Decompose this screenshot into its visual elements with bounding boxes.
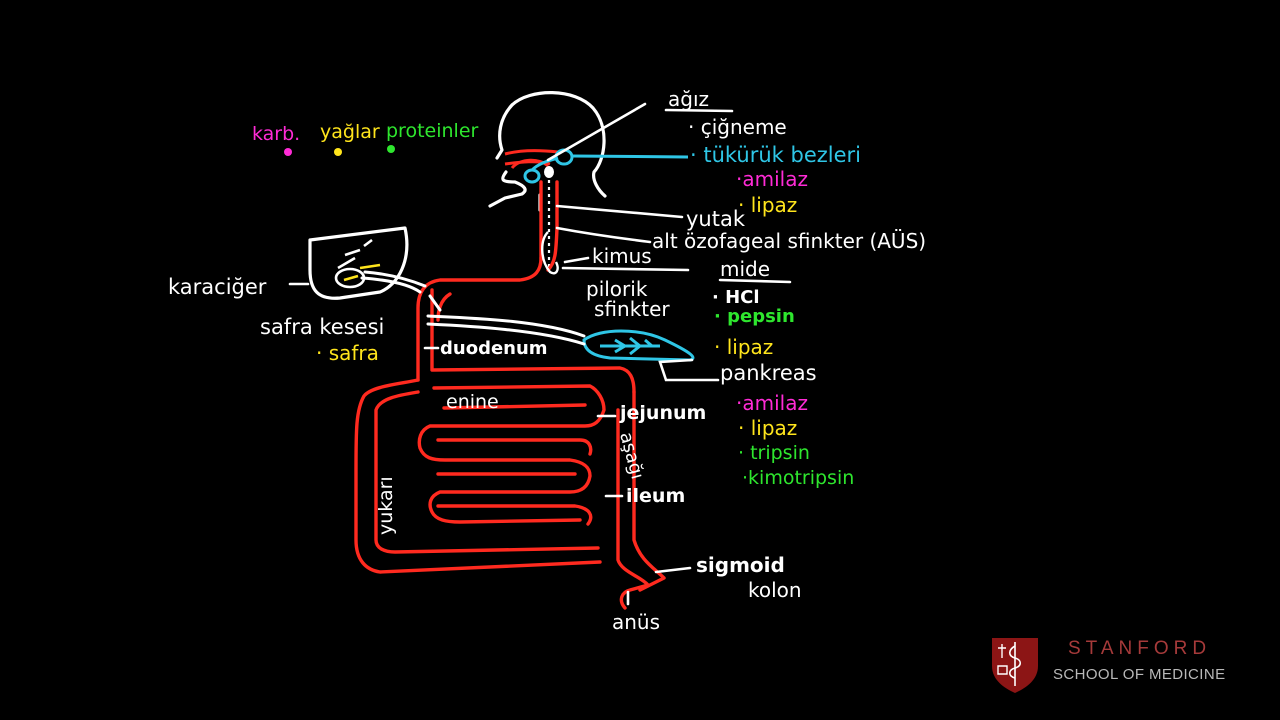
label-jejunum: jejunum [619,402,706,424]
pancreas [582,329,695,362]
label-pepsin: · pepsin [714,306,795,327]
bolus [544,166,554,178]
label-colon: kolon [748,578,802,602]
label-ascending: yukarı [375,476,397,535]
label-chewing: · çiğneme [688,115,787,139]
label-pancreas: pankreas [720,361,817,385]
stomach-contents [541,231,559,275]
label-salivary-glands: · tükürük bezleri [690,143,861,167]
label-panc-amylase: ·amilaz [736,391,808,415]
label-duodenum: duodenum [440,338,548,359]
liver [308,226,409,300]
stanford-shield-logo [992,638,1038,693]
label-gallbladder: safra kesesi [260,315,384,339]
legend-fats: yağlar [320,121,380,143]
stanford-title: STANFORD [1068,638,1212,659]
label-trypsin: · tripsin [738,442,810,464]
label-anus: anüs [612,610,660,634]
proteins-dot [387,145,395,153]
label-bile: · safra [316,341,379,365]
label-chymotrypsin: ·kimotripsin [742,467,854,489]
label-pyloric: pilorik [586,277,648,301]
tongue [510,158,550,170]
label-sigmoid: sigmoid [696,553,785,577]
salivary-glands [523,148,689,184]
label-saliva-amylase: ·amilaz [736,167,808,191]
label-liver: karaciğer [168,275,267,299]
label-descending: aşağı [615,430,648,482]
leader-lines [288,102,792,606]
label-saliva-lipase: · lipaz [738,193,797,217]
label-ileum: ileum [626,485,685,507]
stomach [416,226,559,382]
label-mouth: ağız [668,87,709,111]
legend-proteins: proteinler [386,120,479,142]
bile-duct [360,270,427,294]
intestinal-tract [354,288,666,610]
legend-carbs: karb. [252,123,300,145]
fats-dot [334,148,342,156]
label-chyme: kimus [592,244,652,268]
pancreatic-duct [426,294,586,346]
label-gastric-lipase: · lipaz [714,335,773,359]
label-panc-lipase: · lipaz [738,416,797,440]
label-hcl: · HCl [712,287,760,308]
label-sphincter: sfinkter [594,297,670,321]
labels: ağız · çiğneme · tükürük bezleri ·amilaz… [168,87,926,634]
label-transverse: enine [446,391,499,413]
carbs-dot [284,148,292,156]
label-les: alt özofageal sfinkter (AÜS) [652,229,926,253]
stanford-subtitle: SCHOOL OF MEDICINE [1053,666,1226,683]
label-stomach: mide [720,257,770,281]
nutrient-legend: karb. yağlar proteinler [252,120,479,156]
label-pharynx: yutak [686,207,746,231]
